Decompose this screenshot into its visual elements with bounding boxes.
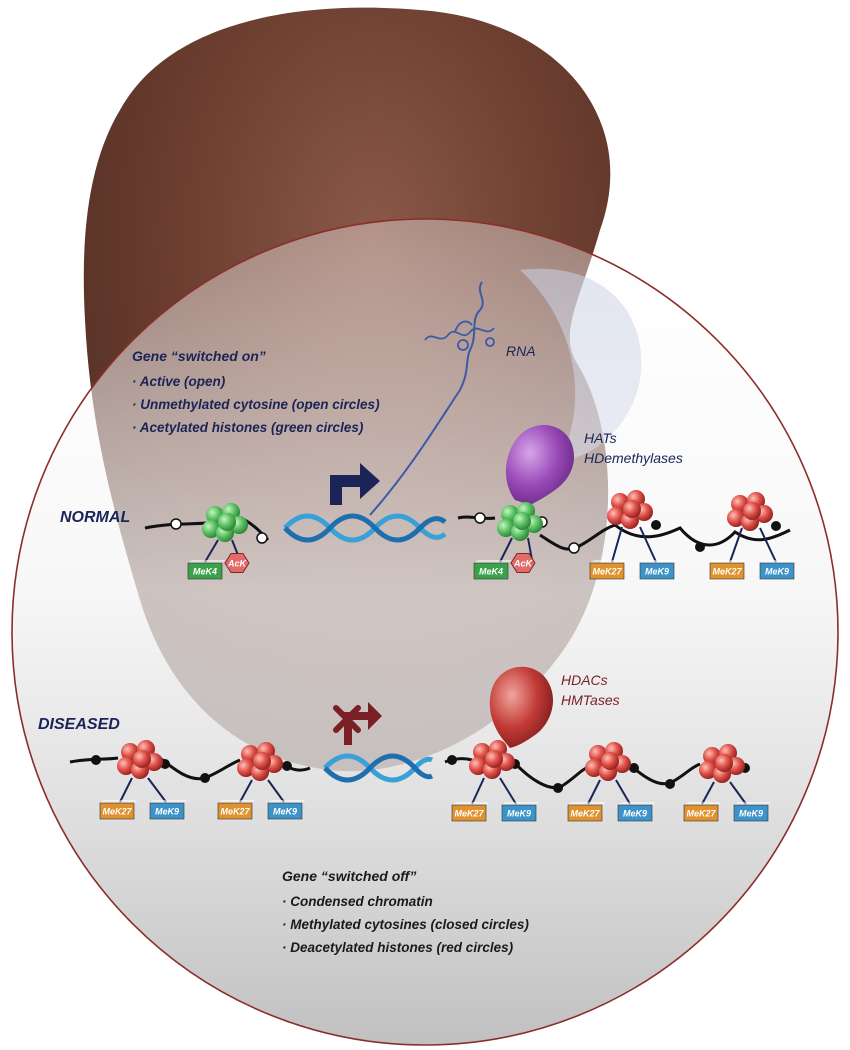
histone-mark-mek9: MeK9: [267, 800, 306, 820]
rna-strand: [369, 281, 484, 516]
histone-mark-mek9: MeK9: [149, 800, 188, 820]
histone-mark-label: MeK27: [712, 567, 742, 577]
histone-mark-label: MeK4: [193, 567, 217, 577]
histone-mark-label: MeK9: [507, 809, 531, 819]
histone-mark-label: MeK27: [454, 809, 484, 819]
histone-mark-mek9: MeK9: [639, 560, 678, 580]
rna-label: RNA: [506, 343, 536, 359]
unmethylated-cytosine: [568, 542, 580, 554]
normal-label: NORMAL: [60, 509, 131, 526]
histone-mark-label: MeK27: [102, 807, 132, 817]
deacetylated-nucleosome: [607, 490, 653, 529]
histone-mark-mek4: MeK4: [187, 560, 226, 580]
histone-mark-label: MeK9: [645, 567, 669, 577]
deacetylated-nucleosome: [469, 740, 515, 779]
methylated-cytosine: [91, 755, 101, 765]
switched-on-bullet: · Unmethylated cytosine (open circles): [132, 397, 380, 412]
histone-mark-mek27: MeK27: [451, 802, 490, 822]
transcription-start-arrow: [330, 463, 380, 505]
methylated-cytosine: [629, 763, 639, 773]
methylated-cytosine: [651, 520, 661, 530]
hdemethylases-label: HDemethylases: [584, 450, 683, 466]
deacetylated-nucleosome: [727, 492, 773, 531]
hats-label: HATs: [584, 430, 617, 446]
hdac-enzyme: [489, 666, 554, 748]
histone-mark-label: MeK9: [623, 809, 647, 819]
deacetylated-nucleosome: [117, 740, 163, 779]
unmethylated-cytosine: [256, 532, 268, 544]
histone-mark-label: AcK: [227, 559, 248, 569]
histone-mark-label: MeK27: [220, 807, 250, 817]
unmethylated-cytosine: [474, 512, 486, 524]
histone-mark-label: MeK27: [592, 567, 622, 577]
histone-mark-ack: AcK: [510, 553, 536, 573]
deacetylated-nucleosome: [237, 742, 283, 781]
switched-on-bullet: · Acetylated histones (green circles): [132, 420, 364, 435]
histone-mark-label: MeK27: [570, 809, 600, 819]
histone-mark-mek27: MeK27: [567, 802, 606, 822]
histone-mark-mek27: MeK27: [683, 802, 722, 822]
histone-mark-mek27: MeK27: [99, 800, 138, 820]
histone-mark-label: MeK9: [273, 807, 297, 817]
histone-mark-mek27: MeK27: [589, 560, 628, 580]
dna-helix-normal: [283, 513, 447, 543]
deacetylated-nucleosome: [699, 744, 745, 783]
hmtases-label: HMTases: [561, 692, 620, 708]
histone-mark-label: MeK27: [686, 809, 716, 819]
acetylated-nucleosome: [497, 502, 543, 541]
switched-off-bullet: · Deacetylated histones (red circles): [282, 940, 514, 955]
dna-helix-diseased: [323, 753, 434, 783]
switched-off-bullet: · Condensed chromatin: [282, 894, 433, 909]
rna-stem-loop: [424, 320, 495, 351]
diseased-label: DISEASED: [38, 716, 120, 733]
histone-mark-mek9: MeK9: [733, 802, 772, 822]
enlarged-view-circle: [11, 218, 839, 1046]
methylated-cytosine: [695, 542, 705, 552]
histone-mark-label: MeK9: [739, 809, 763, 819]
histone-mark-label: MeK9: [155, 807, 179, 817]
hat-enzyme: [505, 424, 575, 505]
histone-mark-mek27: MeK27: [709, 560, 748, 580]
hdacs-label: HDACs: [561, 672, 608, 688]
switched-off-title: Gene “switched off”: [282, 868, 417, 884]
histone-mark-mek9: MeK9: [759, 560, 798, 580]
methylated-cytosine: [771, 521, 781, 531]
histone-mark-ack: AcK: [224, 553, 250, 573]
histone-mark-mek27: MeK27: [217, 800, 256, 820]
methylated-cytosine: [200, 773, 210, 783]
switched-on-title: Gene “switched on”: [132, 348, 266, 364]
unmethylated-cytosine: [170, 518, 182, 530]
histone-mark-mek9: MeK9: [617, 802, 656, 822]
histone-mark-mek9: MeK9: [501, 802, 540, 822]
switched-off-bullet: · Methylated cytosines (closed circles): [282, 917, 529, 932]
histone-mark-label: MeK9: [765, 567, 789, 577]
switched-on-bullet: · Active (open): [132, 374, 226, 389]
methylated-cytosine: [553, 783, 563, 793]
histone-mark-mek4: MeK4: [473, 560, 512, 580]
histone-mark-label: MeK4: [479, 567, 503, 577]
methylated-cytosine: [665, 779, 675, 789]
histone-mark-label: AcK: [513, 559, 534, 569]
methylated-cytosine: [447, 755, 457, 765]
block-x-mark: [333, 705, 361, 733]
methylated-cytosine: [282, 761, 292, 771]
deacetylated-nucleosome: [585, 742, 631, 781]
acetylated-nucleosome: [202, 503, 248, 542]
